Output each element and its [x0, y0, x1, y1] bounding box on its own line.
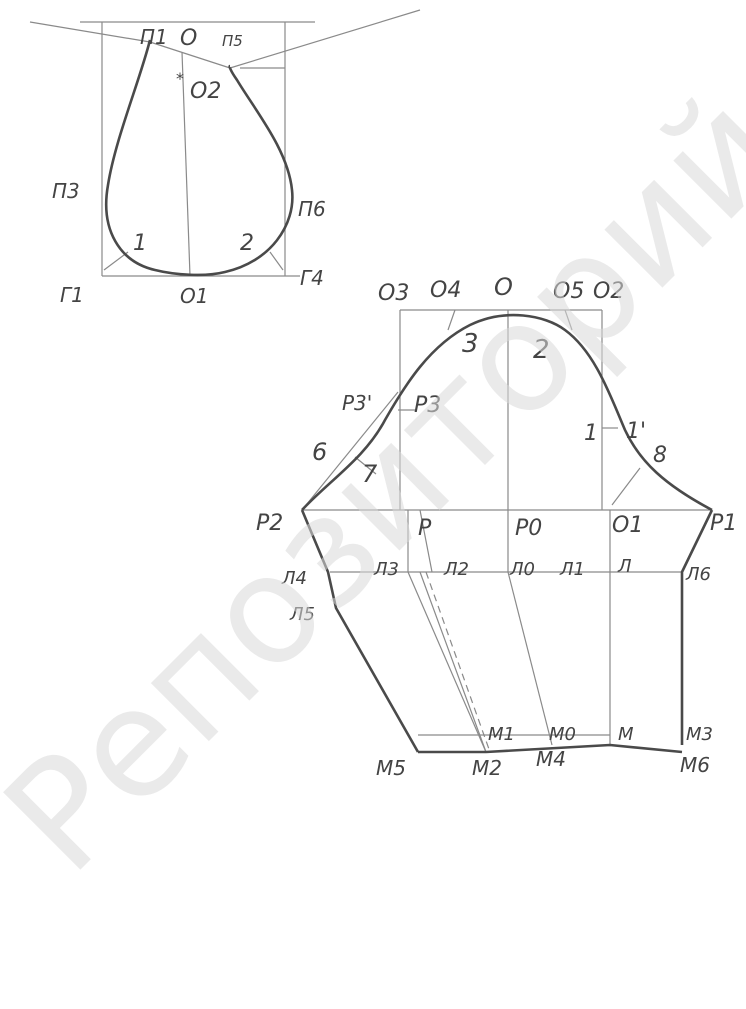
sleeve-label-p3: Р3 — [414, 393, 441, 418]
armhole-label-p3: П3 — [52, 179, 80, 203]
armhole-label-p1: П1 — [140, 25, 168, 49]
sleeve-labels: О3 О4 О О5 О2 3 2 Р3' Р3 1 1' 6 7 8 Р2 Р… — [256, 273, 737, 780]
sleeve-label-m5: М5 — [376, 756, 406, 780]
armhole-label-g4: Г4 — [300, 266, 324, 290]
sleeve-label-p2: Р2 — [256, 511, 283, 536]
sleeve-label-m3: М3 — [686, 724, 713, 745]
sleeve-label-o4: О4 — [430, 278, 461, 303]
sleeve-construction — [301, 309, 712, 753]
armhole-label-p6: П6 — [298, 197, 326, 221]
sleeve-label-l4: Л4 — [281, 568, 307, 589]
armhole-label-o: О — [180, 26, 197, 51]
armhole-label-2: 2 — [240, 231, 254, 256]
sleeve-front-seam — [300, 509, 420, 753]
sleeve-label-m4: М4 — [536, 747, 566, 771]
sleeve-label-1: 1 — [584, 421, 598, 446]
sleeve-back-seam — [680, 509, 714, 745]
sleeve-label-m1: М1 — [488, 724, 515, 745]
armhole-label-1: 1 — [133, 231, 147, 256]
sleeve-label-l: Л — [617, 556, 632, 577]
sleeve-label-l1: Л1 — [559, 559, 585, 580]
armhole-label-o2: О2 — [190, 79, 221, 104]
sleeve-label-7: 7 — [362, 460, 378, 488]
sleeve-label-o2: О2 — [593, 279, 624, 304]
sleeve-label-l2: Л2 — [443, 559, 469, 580]
armhole-construction — [29, 9, 421, 277]
sleeve-label-m6: М6 — [680, 753, 710, 777]
sleeve-label-l5: Л5 — [289, 604, 315, 625]
armhole-label-o1: О1 — [180, 284, 208, 308]
sleeve-outline — [300, 313, 714, 754]
armhole-label-p5: П5 — [222, 32, 243, 50]
sleeve-label-p: Р — [418, 516, 432, 541]
armhole-labels: П1 О П5 * О2 П3 П6 1 2 Г1 О1 Г4 — [52, 25, 326, 308]
sleeve-label-l0: Л0 — [509, 559, 535, 580]
sleeve-label-o1: О1 — [612, 513, 643, 538]
sleeve-cap-curve — [301, 313, 713, 512]
armhole-point-star: * — [176, 69, 184, 88]
sleeve-label-o: О — [494, 273, 513, 301]
armhole-label-g1: Г1 — [60, 283, 84, 307]
sleeve-label-m0: М0 — [549, 724, 576, 745]
sleeve-label-m: М — [618, 724, 634, 745]
sleeve-label-p3-prime: Р3' — [342, 391, 372, 415]
armhole-curve — [105, 39, 294, 277]
sleeve-label-l3: Л3 — [373, 559, 399, 580]
sleeve-label-l6: Л6 — [685, 564, 711, 585]
sleeve-label-1-prime: 1' — [626, 419, 646, 444]
sleeve-label-2: 2 — [533, 335, 550, 365]
sleeve-label-m2: М2 — [472, 756, 502, 780]
sleeve-label-3: 3 — [462, 329, 479, 359]
sleeve-hem — [418, 743, 683, 754]
sleeve-label-p1: Р1 — [710, 511, 737, 536]
watermark: Репозиторий БарГУ — [0, 0, 746, 905]
sleeve-label-o5: О5 — [553, 279, 584, 304]
sleeve-label-8: 8 — [653, 443, 667, 468]
sleeve-label-p0: Р0 — [515, 516, 542, 541]
sleeve-label-6: 6 — [312, 438, 327, 466]
sleeve-label-o3: О3 — [378, 281, 409, 306]
